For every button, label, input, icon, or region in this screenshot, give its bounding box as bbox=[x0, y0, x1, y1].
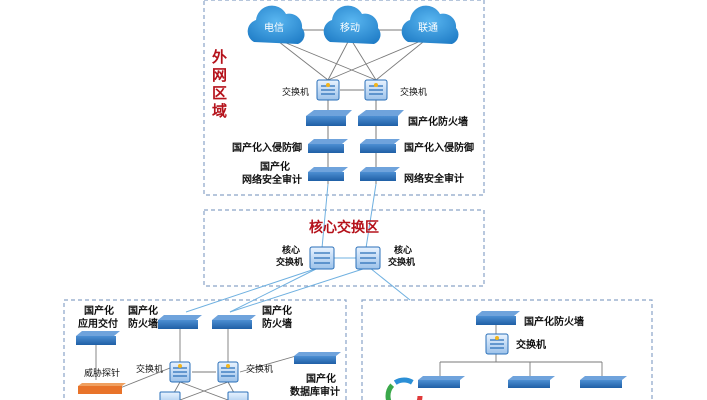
outer-ips-right-icon bbox=[360, 139, 400, 153]
outer-audit-label-line1: 国产化 bbox=[260, 160, 290, 173]
outer-audit-right-icon bbox=[360, 167, 400, 181]
left-zone-border bbox=[63, 299, 347, 400]
left-firewall-label-line1: 国产化 bbox=[128, 304, 158, 317]
outer-switch-right-icon bbox=[364, 79, 388, 101]
left-switch-b-icon bbox=[217, 361, 239, 383]
left-firewall-label-right-line1: 国产化 bbox=[262, 304, 292, 317]
threat-probe-label: 威胁探针 bbox=[84, 367, 120, 379]
cloud-label-unicom: 联通 bbox=[418, 22, 438, 34]
server-cluster-right-icon bbox=[227, 391, 249, 400]
app-delivery-label-line2: 应用交付 bbox=[78, 317, 118, 330]
cloud-label-telecom: 电信 bbox=[264, 21, 284, 34]
cloud-telecom: 电信 bbox=[247, 5, 305, 44]
cloud-mobile: 移动 bbox=[323, 5, 381, 44]
cloud-label-mobile: 移动 bbox=[340, 21, 360, 34]
core-zone-title: 核心交换区 bbox=[309, 219, 379, 236]
right-zone-border bbox=[361, 299, 653, 400]
left-firewall-b-icon bbox=[212, 315, 256, 329]
outer-zone-title-char-4: 域 bbox=[212, 102, 227, 120]
left-zone-links bbox=[95, 325, 297, 400]
server-cluster-left-icon bbox=[159, 391, 181, 400]
outer-audit-label-right: 网络安全审计 bbox=[404, 172, 464, 185]
cloud-links bbox=[273, 29, 429, 81]
db-audit-label-line1: 国产化 bbox=[306, 372, 336, 385]
outer-ips-left-icon bbox=[308, 139, 348, 153]
right-device-b-icon bbox=[508, 376, 555, 388]
outer-zone-title-char-1: 外 bbox=[211, 48, 227, 66]
core-switch-left-icon bbox=[309, 246, 335, 270]
outer-audit-label-line2: 网络安全审计 bbox=[242, 173, 302, 186]
outer-firewall-label: 国产化防火墙 bbox=[408, 115, 468, 128]
left-switch-label-a: 交换机 bbox=[136, 363, 163, 375]
core-switch-right-icon bbox=[355, 246, 381, 270]
left-switch-label-b: 交换机 bbox=[246, 363, 273, 375]
outer-ips-label: 国产化入侵防御 bbox=[232, 141, 302, 154]
app-delivery-label-line1: 国产化 bbox=[84, 304, 114, 317]
core-switch-right-line2: 交换机 bbox=[388, 256, 415, 268]
core-to-lower-links bbox=[185, 267, 411, 313]
cloud-unicom: 联通 bbox=[401, 5, 459, 44]
colorful-ring-logo-icon bbox=[385, 377, 423, 400]
right-switch-icon bbox=[485, 333, 509, 355]
core-switch-right-line1: 核心 bbox=[394, 244, 412, 256]
outer-firewall-left-icon bbox=[306, 110, 352, 126]
core-switch-left-line1: 核心 bbox=[282, 244, 300, 256]
outer-switch-label-left: 交换机 bbox=[282, 86, 309, 98]
db-audit-label-line2: 数据库审计 bbox=[290, 385, 340, 398]
outer-audit-left-icon bbox=[308, 167, 348, 181]
outer-switch-label-right: 交换机 bbox=[400, 86, 427, 98]
outer-zone-title-char-3: 区 bbox=[212, 84, 227, 102]
left-firewall-label-line2: 防火墙 bbox=[128, 317, 158, 330]
app-delivery-device-icon bbox=[76, 331, 120, 345]
outer-switch-left-icon bbox=[316, 79, 340, 101]
right-firewall-label: 国产化防火墙 bbox=[524, 315, 584, 328]
left-firewall-label-right-line2: 防火墙 bbox=[262, 317, 292, 330]
right-switch-label: 交换机 bbox=[516, 338, 546, 351]
outer-ips-label-right: 国产化入侵防御 bbox=[404, 141, 474, 154]
right-device-c-icon bbox=[580, 376, 627, 388]
core-zone-border bbox=[203, 209, 485, 287]
right-device-a-icon bbox=[418, 376, 465, 388]
left-switch-a-icon bbox=[169, 361, 191, 383]
outer-to-core-links bbox=[321, 183, 377, 259]
core-switch-left-line2: 交换机 bbox=[276, 256, 303, 268]
right-firewall-device-icon bbox=[476, 311, 520, 325]
threat-probe-device-icon bbox=[78, 383, 126, 394]
db-audit-device-icon bbox=[294, 352, 341, 364]
left-firewall-a-icon bbox=[158, 315, 202, 329]
outer-zone-title-char-2: 网 bbox=[212, 66, 227, 84]
outer-firewall-right-icon bbox=[358, 110, 404, 126]
